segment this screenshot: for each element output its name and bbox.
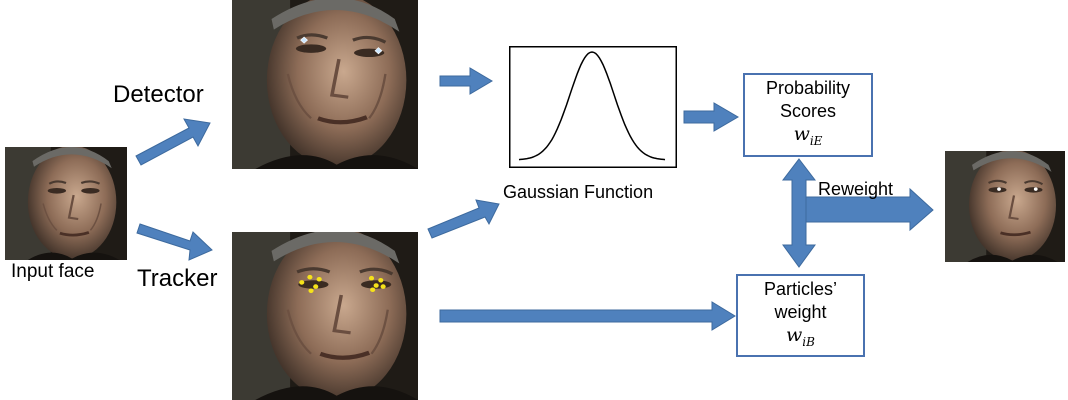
detector-label: Detector xyxy=(113,81,204,108)
probability-scores-line2: Scores xyxy=(779,101,837,122)
arrow-input-to-detector xyxy=(135,118,211,166)
tracker-particle-markers xyxy=(299,274,386,294)
arrow-reweight-to-output xyxy=(805,187,934,232)
gaussian-plot xyxy=(509,46,677,168)
arrow-tracker-to-particles xyxy=(439,301,736,331)
input-face-label: Input face xyxy=(11,261,95,282)
arrow-tracker-to-gaussian xyxy=(427,199,500,239)
particles-weight-line1: Particles’ xyxy=(763,278,838,299)
arrow-input-to-tracker xyxy=(136,223,213,261)
probability-scores-box: Probability Scores wiE xyxy=(743,73,873,157)
weight-variable-wie: wiE xyxy=(793,123,823,148)
particles-weight-line2: weight xyxy=(774,301,827,322)
arrow-detector-to-gaussian xyxy=(439,67,493,95)
output-eye-markers xyxy=(997,187,1038,191)
tracker-face-image xyxy=(232,232,418,400)
arrow-bidirectional-scores-weights xyxy=(781,158,817,268)
output-face-image xyxy=(945,151,1065,262)
weight-variable-wib: wiB xyxy=(786,323,815,349)
arrow-gaussian-to-probability xyxy=(683,102,739,132)
reweight-label: Reweight xyxy=(818,179,894,199)
gaussian-function-label: Gaussian Function xyxy=(503,182,654,202)
detector-face-image xyxy=(232,0,418,169)
input-face-image xyxy=(5,147,127,260)
gaussian-curve xyxy=(518,51,666,161)
detector-eye-markers xyxy=(300,36,383,55)
particles-weight-box: Particles’ weight wiB xyxy=(736,274,865,357)
tracker-label: Tracker xyxy=(137,265,218,292)
probability-scores-line1: Probability xyxy=(765,78,851,99)
